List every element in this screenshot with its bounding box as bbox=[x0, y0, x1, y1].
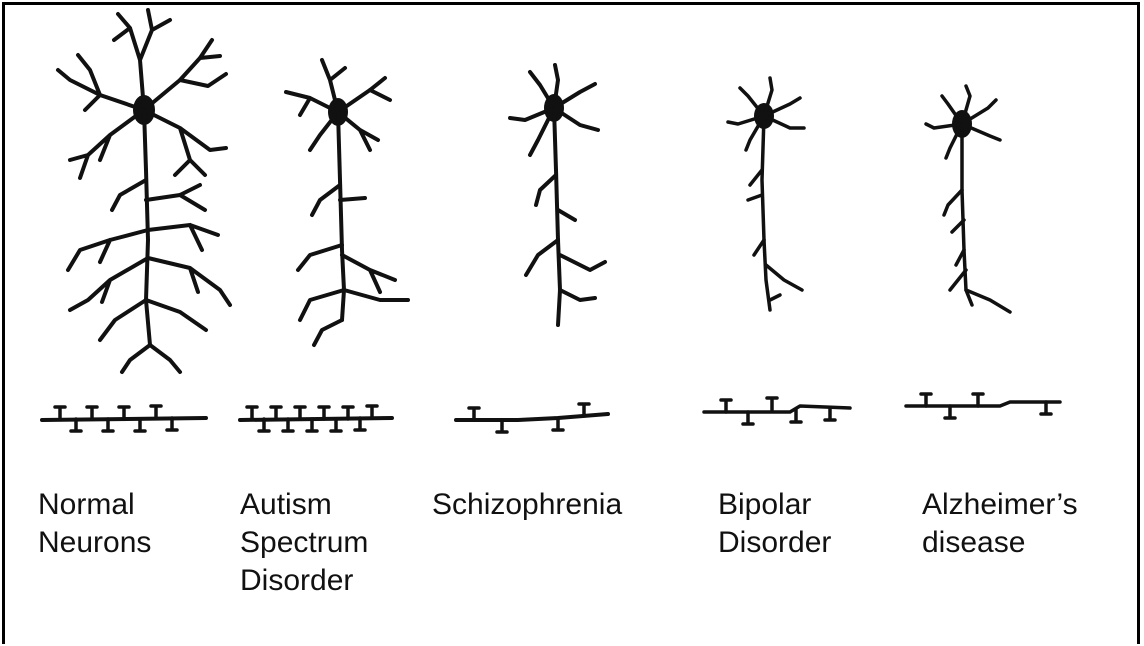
label-line: Autism bbox=[240, 486, 368, 524]
label-line: Spectrum bbox=[240, 524, 368, 562]
label-line: Normal bbox=[38, 486, 151, 524]
normal-neuron-drawing bbox=[30, 0, 250, 470]
panel-alzheimers-disease: Alzheimer’s disease bbox=[900, 0, 1100, 646]
label-line: Disorder bbox=[240, 562, 368, 600]
label-line: Disorder bbox=[718, 524, 831, 562]
label-normal-neurons: Normal Neurons bbox=[38, 486, 151, 562]
label-bipolar-disorder: Bipolar Disorder bbox=[718, 486, 831, 562]
panel-autism-spectrum-disorder: Autism Spectrum Disorder bbox=[230, 0, 430, 646]
panel-schizophrenia: Schizophrenia bbox=[430, 0, 630, 646]
label-line: Schizophrenia bbox=[432, 486, 622, 524]
asd-neuron-drawing bbox=[230, 0, 450, 470]
label-line: Bipolar bbox=[718, 486, 831, 524]
label-line: Alzheimer’s bbox=[922, 486, 1078, 524]
label-autism-spectrum-disorder: Autism Spectrum Disorder bbox=[240, 486, 368, 600]
label-line: Neurons bbox=[38, 524, 151, 562]
bipolar-neuron-drawing bbox=[700, 0, 920, 470]
schizophrenia-neuron-drawing bbox=[430, 0, 650, 470]
label-schizophrenia: Schizophrenia bbox=[432, 486, 622, 524]
alzheimers-neuron-drawing bbox=[900, 0, 1120, 470]
label-line: disease bbox=[922, 524, 1078, 562]
label-alzheimers-disease: Alzheimer’s disease bbox=[922, 486, 1078, 562]
panel-bipolar-disorder: Bipolar Disorder bbox=[700, 0, 900, 646]
panel-normal-neurons: Normal Neurons bbox=[30, 0, 230, 646]
